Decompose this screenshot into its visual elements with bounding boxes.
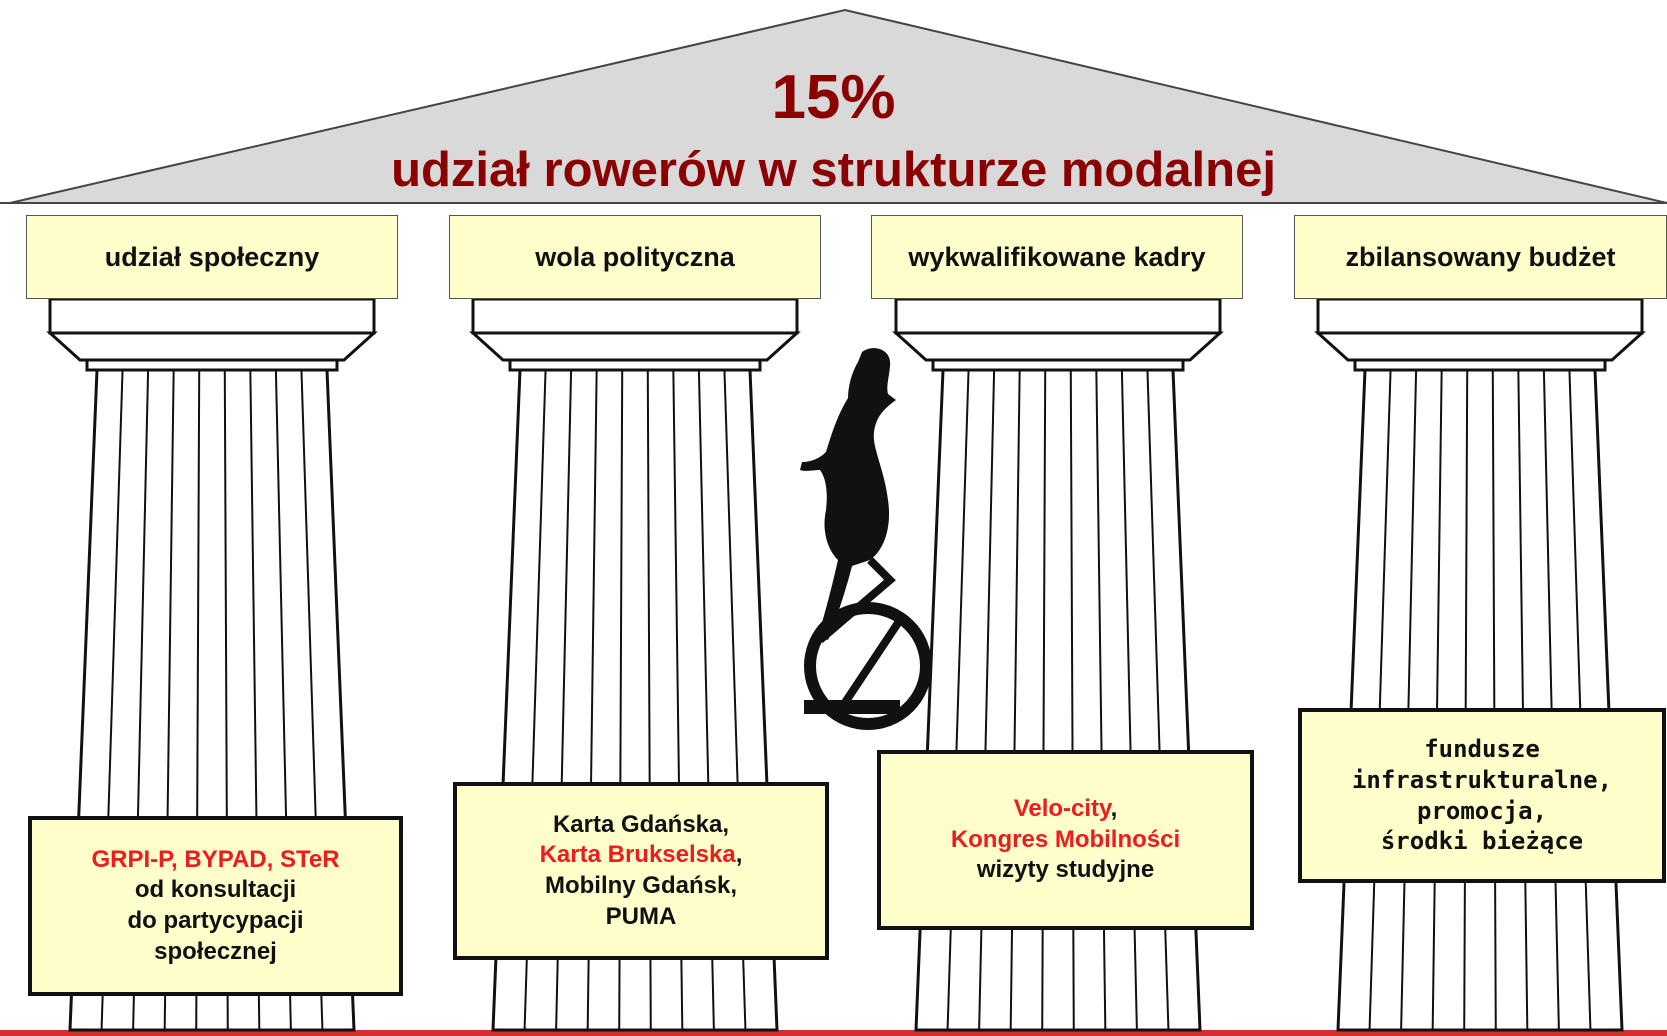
note-box-3: Velo-city, Kongres Mobilności wizyty study… [877, 750, 1254, 930]
note-line: PUMA [605, 902, 677, 930]
pillar-column-4 [1314, 297, 1646, 1032]
pillar-echinus [892, 331, 1224, 362]
roof-percent: 15% [771, 63, 896, 132]
pillar-flute [1400, 369, 1418, 1031]
note-line: Karta Brukselska, [539, 841, 743, 869]
note-line: społecznej [154, 937, 277, 965]
note-line: GRPI-P, BYPAD, STeR [91, 845, 340, 873]
pillar-flute [1568, 369, 1592, 1031]
pillar-flute [1517, 369, 1529, 1031]
pillar-abacus [1316, 297, 1644, 335]
note-line: fundusze [1424, 735, 1540, 764]
pillar-echinus [46, 331, 378, 362]
note-line: Karta Gdańska, [552, 810, 730, 838]
pillar-flute [1542, 369, 1560, 1031]
pillar-label-3: wykwalifikowane kadry [871, 215, 1243, 299]
pillar-flute [1463, 369, 1469, 1031]
roof-subtitle: udział rowerów w strukturze modalnej [391, 143, 1276, 197]
cyclist-silhouette-icon [800, 348, 932, 730]
red-baseline [0, 1030, 1667, 1036]
pillar-echinus [1314, 331, 1646, 362]
pillar-flute [1491, 369, 1497, 1031]
note-line: środki bieżące [1380, 827, 1584, 856]
note-line: od konsultacji [134, 876, 297, 904]
pillar-flute [1368, 369, 1392, 1031]
pillar-label-1: udział społeczny [26, 215, 398, 299]
note-box-1: GRPI-P, BYPAD, STeR od konsultacji do part… [28, 816, 403, 996]
note-line: infrastrukturalne, [1351, 765, 1613, 794]
pillar-echinus [469, 331, 801, 362]
note-line: Mobilny Gdańsk, [544, 872, 738, 899]
pillar-abacus [48, 297, 376, 335]
pillar-abacus [894, 297, 1222, 335]
note-line: wizyty studyjne [976, 856, 1155, 884]
note-box-2: Karta Gdańska, Karta Brukselska, Mobilny G… [453, 782, 829, 960]
pillar-label-2: wola polityczna [449, 215, 821, 299]
note-line: do partycypacji [127, 907, 304, 934]
pillar-label-4: zbilansowany budżet [1294, 215, 1667, 299]
pillar-flute [1431, 369, 1443, 1031]
pillar-abacus [471, 297, 799, 335]
note-line: Kongres Mobilności [950, 825, 1181, 853]
note-line: promocja, [1416, 796, 1548, 825]
note-line: Velo-city, [1013, 794, 1118, 822]
